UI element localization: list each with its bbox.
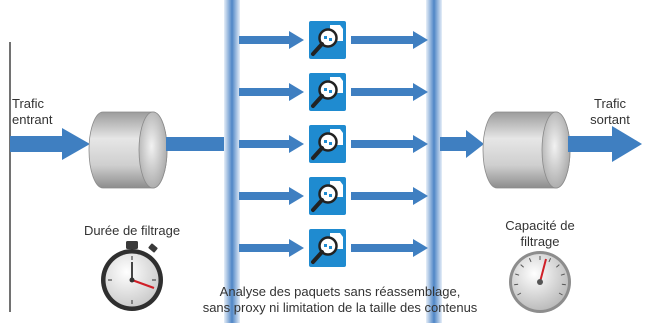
gauge-tick (558, 292, 563, 296)
row-arrow-out (351, 31, 428, 49)
gauge-icon (509, 251, 571, 313)
filter-duration-label: Durée de filtrage (84, 223, 180, 238)
outgoing-label: Trafic sortant (590, 96, 630, 127)
row-arrow-in (239, 135, 304, 153)
inspection-row (239, 229, 428, 267)
row-arrow-in (239, 187, 304, 205)
packet-inspect-icon (309, 229, 346, 267)
incoming-label-line1: Trafic (12, 96, 45, 111)
packet-inspect-icon (309, 21, 346, 59)
outgoing-arrow (568, 126, 642, 162)
incoming-label-line2: entrant (12, 112, 53, 127)
inspection-rows (239, 21, 428, 267)
packet-inspect-icon (309, 177, 346, 215)
row-arrow-out (351, 187, 428, 205)
packet-inspect-icon (309, 73, 346, 111)
filter-capacity-line1: Capacité de (505, 218, 574, 233)
inspection-row (239, 21, 428, 59)
row-arrow-in (239, 83, 304, 101)
right-collection-bus (426, 0, 442, 323)
gauge-tick (548, 258, 552, 263)
gauge-tick (560, 273, 565, 276)
stopwatch-icon (101, 241, 163, 311)
gauge-tick (520, 264, 524, 268)
output-filter-cylinder-icon (482, 111, 571, 189)
incoming-arrow (10, 128, 90, 160)
outgoing-label-line1: Trafic (594, 96, 627, 111)
incoming-label: Trafic entrant (12, 96, 53, 127)
row-arrow-out (351, 83, 428, 101)
filter-capacity-label: Capacité de filtrage (505, 218, 574, 249)
row-arrow-in (239, 239, 304, 257)
gauge-tick (528, 258, 532, 263)
inspection-row (239, 73, 428, 111)
filter-capacity-line2: filtrage (520, 234, 559, 249)
gauge-tick (556, 264, 560, 268)
analysis-note-line2: sans proxy ni limitation de la taille de… (203, 300, 478, 315)
connector-right-arrow (440, 130, 484, 158)
outgoing-label-line2: sortant (590, 112, 630, 127)
row-arrow-out (351, 135, 428, 153)
gauge-tick (515, 273, 520, 276)
inspection-row (239, 177, 428, 215)
input-filter-cylinder-icon (88, 111, 168, 189)
analysis-note: Analyse des paquets sans réassemblage, s… (203, 284, 478, 315)
row-arrow-in (239, 31, 304, 49)
packet-inspect-icon (309, 125, 346, 163)
inspection-row (239, 125, 428, 163)
connector-left (166, 137, 230, 151)
row-arrow-out (351, 239, 428, 257)
analysis-note-line1: Analyse des paquets sans réassemblage, (220, 284, 461, 299)
gauge-tick (517, 292, 522, 296)
left-distribution-bus (224, 0, 240, 323)
